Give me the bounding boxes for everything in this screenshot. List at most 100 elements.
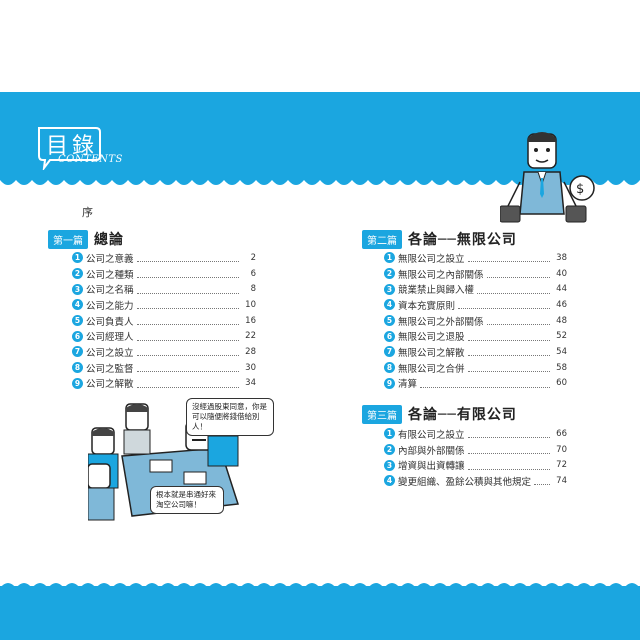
part-1-title: 總論 [94,232,124,248]
toc-item-page: 38 [556,252,567,263]
toc-item-label: 資本充實原則 [398,300,456,312]
item-number-badge: 7 [384,346,395,358]
businessman-illustration: $ [500,132,595,223]
item-number-badge: 2 [384,444,395,456]
item-number-badge: 8 [384,362,395,374]
page-subtitle: CONTENTS [58,154,123,165]
item-number-badge: 4 [384,475,395,487]
header-band-scallop [0,172,640,185]
toc-item-label: 公司之能力 [86,300,134,312]
item-number-badge: 3 [384,459,395,471]
toc-item-label: 無限公司之內部關係 [398,269,484,281]
leader-dots [458,300,550,310]
toc-item-page: 74 [556,475,567,486]
toc-item-label: 清算 [398,379,418,391]
toc-item-label: 公司之解散 [86,379,134,391]
toc-item-page: 30 [245,362,256,373]
toc-item-label: 公司之意義 [86,253,134,265]
leader-dots [467,461,550,470]
document-icon [149,459,173,473]
leader-dots [467,332,550,341]
part-3-heading: 第三篇 各論──有限公司 [362,404,517,424]
toc-item-page: 44 [556,284,567,295]
leader-dots [136,285,239,294]
toc-item-page: 52 [556,331,567,342]
part-1-heading: 第一篇 總論 [48,229,124,249]
toc-item-page: 58 [556,362,567,373]
leader-dots [467,429,550,439]
item-number-badge: 6 [72,330,83,342]
toc-item-page: 48 [556,315,567,326]
toc-item-label: 公司負責人 [86,316,134,328]
part-3-title: 各論──有限公司 [408,407,517,423]
leader-dots [486,316,550,326]
toc-item-page: 60 [556,378,567,389]
leader-dots [486,269,550,279]
toc-item-label: 公司經理人 [86,332,134,344]
toc-item-page: 46 [556,299,567,310]
item-number-badge: 3 [72,283,83,295]
toc-item-page: 28 [245,346,256,357]
item-number-badge: 2 [72,268,83,280]
document-icon [183,471,207,485]
toc-item-page: 40 [556,268,567,279]
speech-bubble-top: 沒經過股東同意，你是可以隨便將錢借給別人！ [186,398,274,436]
toc-item-label: 變更組織、盈餘公積與其他規定 [398,476,532,488]
toc-item-label: 增資與出資轉讓 [398,461,465,473]
toc-item-page: 54 [556,346,567,357]
toc-item-page: 34 [245,378,256,389]
preface-label: 序 [82,206,93,219]
item-number-badge: 3 [384,283,395,295]
toc-item-label: 無限公司之設立 [398,253,465,265]
toc-item-label: 有限公司之設立 [398,429,465,441]
item-number-badge: 1 [72,252,83,264]
businessman-figure-icon [507,132,577,215]
leader-dots [136,269,239,279]
toc-item-label: 公司之監督 [86,363,134,375]
toc-item-label: 無限公司之解散 [398,347,465,359]
toc-item-page: 70 [556,444,567,455]
footer-band [0,586,640,640]
toc-item-page: 66 [556,428,567,439]
leader-dots [467,253,550,263]
leader-dots [534,476,550,486]
item-number-badge: 7 [72,346,83,358]
toc-item-label: 公司之名稱 [86,285,134,297]
leader-dots [136,363,239,373]
leader-dots [467,363,550,373]
toc-item-label: 內部與外部關係 [398,445,465,457]
briefcase-icon [500,205,521,223]
page-title: 目錄 [46,134,99,159]
toc-item-label: 公司之種類 [86,269,134,281]
item-number-badge: 9 [72,377,83,389]
speech-bubble-bottom: 根本就是串通好來淘空公司嘛！ [150,486,224,514]
part-2-heading: 第二篇 各論──無限公司 [362,229,517,249]
leader-dots [136,316,239,326]
toc-item-label: 無限公司之外部關係 [398,316,484,328]
